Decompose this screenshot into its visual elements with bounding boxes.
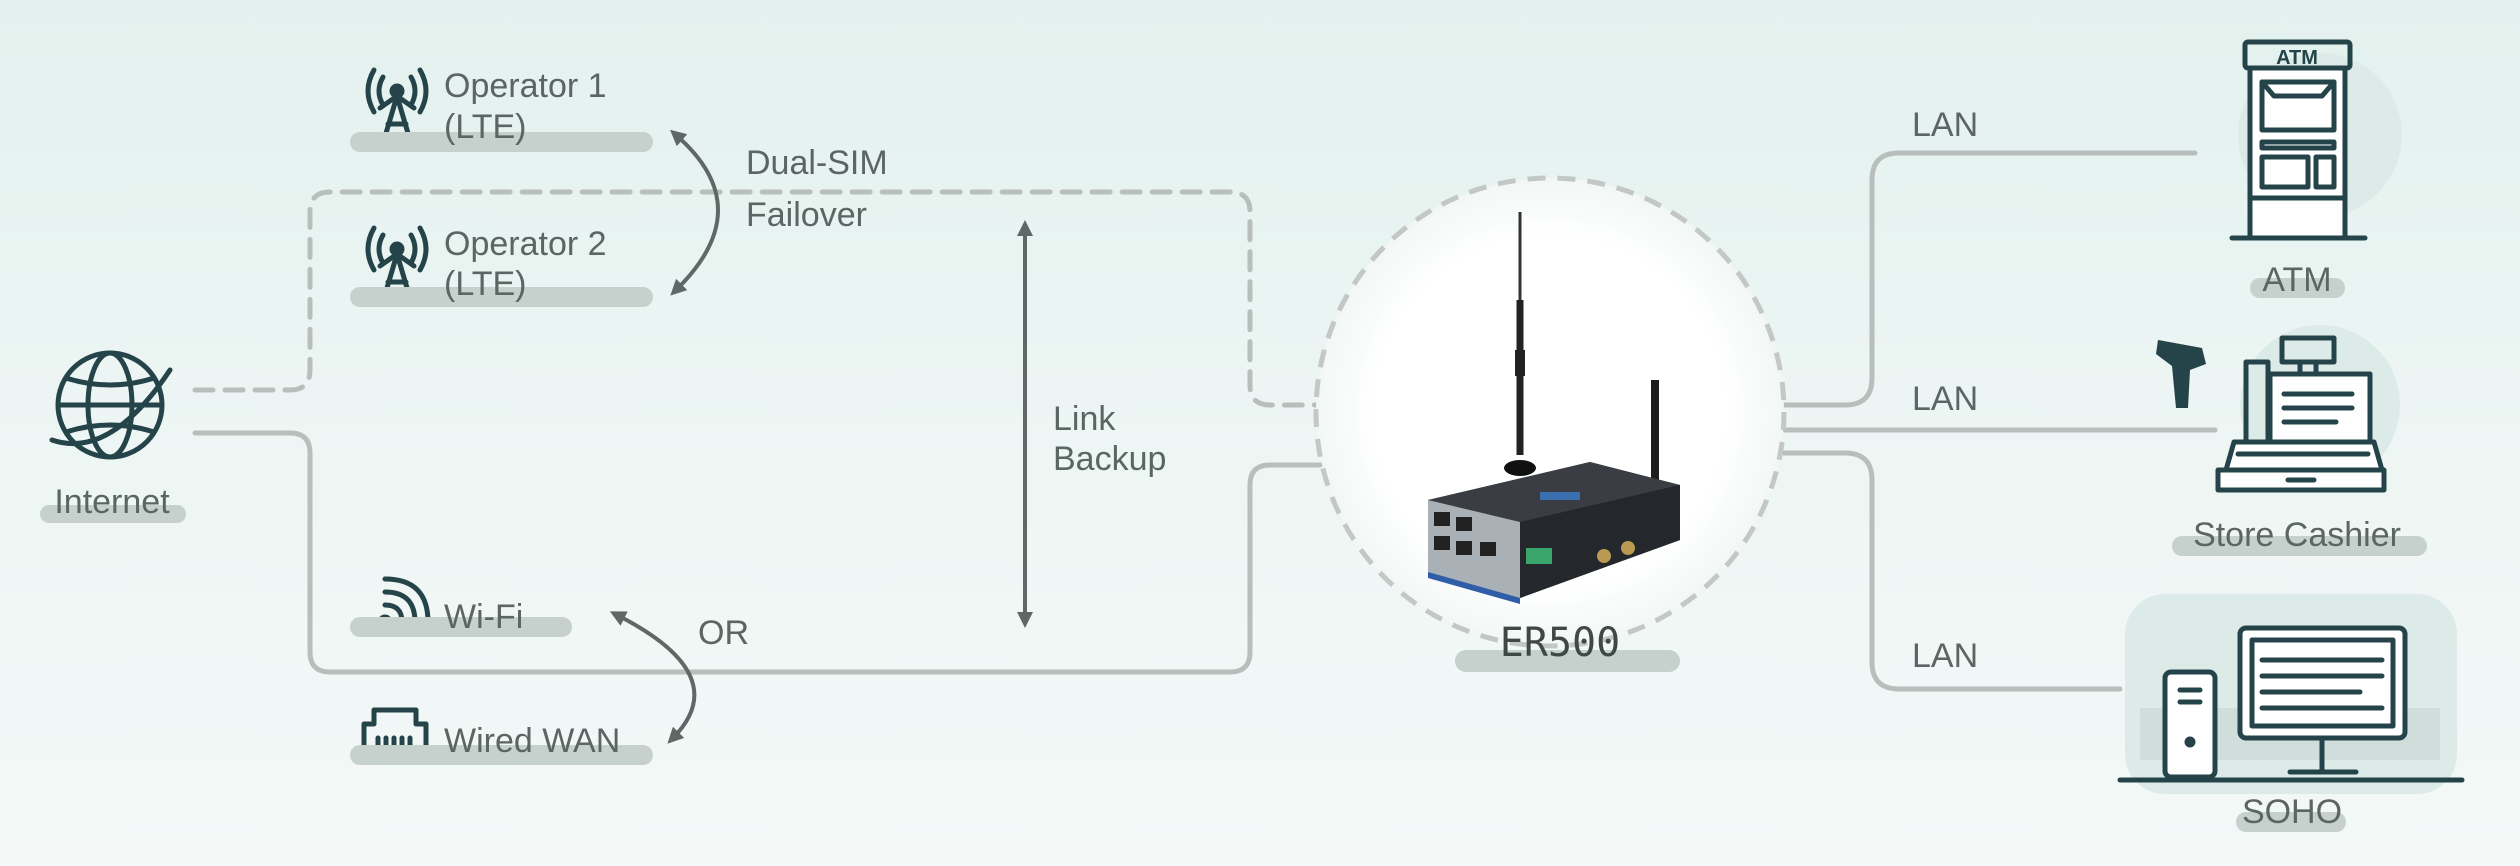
lan-link-atm bbox=[1781, 150, 2198, 408]
wifi-label-bar bbox=[350, 617, 572, 637]
soho-label: SOHO bbox=[2242, 793, 2342, 831]
operator1-label-bar bbox=[350, 132, 653, 152]
cell-tower-icon bbox=[365, 67, 429, 143]
or-label: OR bbox=[698, 614, 749, 652]
wifi-node: Wi-Fi bbox=[350, 576, 572, 637]
cash-register-icon bbox=[2156, 335, 2387, 493]
globe-icon bbox=[49, 350, 173, 460]
operator2-label-line2: (LTE) bbox=[444, 265, 526, 303]
router-label-bar bbox=[1455, 650, 1680, 672]
connection-lines bbox=[192, 150, 2218, 692]
atm-sign-text: ATM bbox=[2276, 47, 2318, 69]
wired-wan-node: Wired WAN bbox=[350, 707, 653, 765]
operator1-label-line2: (LTE) bbox=[444, 108, 526, 146]
soho-node: SOHO bbox=[2117, 594, 2465, 832]
internet-label: Internet bbox=[54, 483, 170, 521]
lan-label-cashier: LAN bbox=[1912, 380, 1978, 418]
desktop-computer-icon bbox=[2117, 625, 2465, 783]
atm-icon bbox=[2229, 39, 2368, 241]
operator1-node: Operator 1 (LTE) bbox=[350, 67, 653, 152]
internet-label-bar bbox=[40, 505, 186, 523]
operator2-node: Operator 2 (LTE) bbox=[350, 225, 653, 307]
atm-label: ATM bbox=[2262, 261, 2331, 299]
dual-sim-arrow bbox=[669, 129, 720, 296]
atm-node: ATM ATM bbox=[2229, 39, 2402, 299]
link-backup-label-line1: Link bbox=[1053, 400, 1116, 438]
wired-wan-label-bar bbox=[350, 745, 653, 765]
cashier-label-bar bbox=[2172, 536, 2427, 556]
internet-node: Internet bbox=[40, 350, 186, 523]
router-device-icon bbox=[1428, 212, 1680, 604]
wired-solid-link bbox=[192, 430, 1323, 675]
operator2-label-bar bbox=[350, 287, 653, 307]
cellular-dashed-link bbox=[192, 189, 1321, 408]
dual-sim-label-line1: Dual-SIM bbox=[746, 144, 888, 182]
atm-label-bar bbox=[2250, 278, 2345, 298]
soho-label-bar bbox=[2236, 812, 2346, 832]
wifi-label: Wi-Fi bbox=[444, 598, 523, 636]
or-arrow bbox=[609, 611, 697, 744]
dual-sim-label-line2: Failover bbox=[746, 196, 867, 234]
router-node: ER500 bbox=[1313, 175, 1787, 672]
operator2-label-line1: Operator 2 bbox=[444, 225, 607, 263]
link-backup-label-line2: Backup bbox=[1053, 440, 1166, 478]
lan-label-atm: LAN bbox=[1912, 106, 1978, 144]
cashier-label: Store Cashier bbox=[2193, 516, 2401, 554]
wired-wan-label: Wired WAN bbox=[444, 722, 620, 760]
lan-label-soho: LAN bbox=[1912, 637, 1978, 675]
operator1-label-line1: Operator 1 bbox=[444, 67, 607, 105]
lan-link-soho bbox=[1781, 450, 2123, 692]
annotation-arrows bbox=[609, 129, 1033, 744]
router-label: ER500 bbox=[1500, 620, 1620, 666]
cashier-node: Store Cashier bbox=[2156, 325, 2427, 556]
